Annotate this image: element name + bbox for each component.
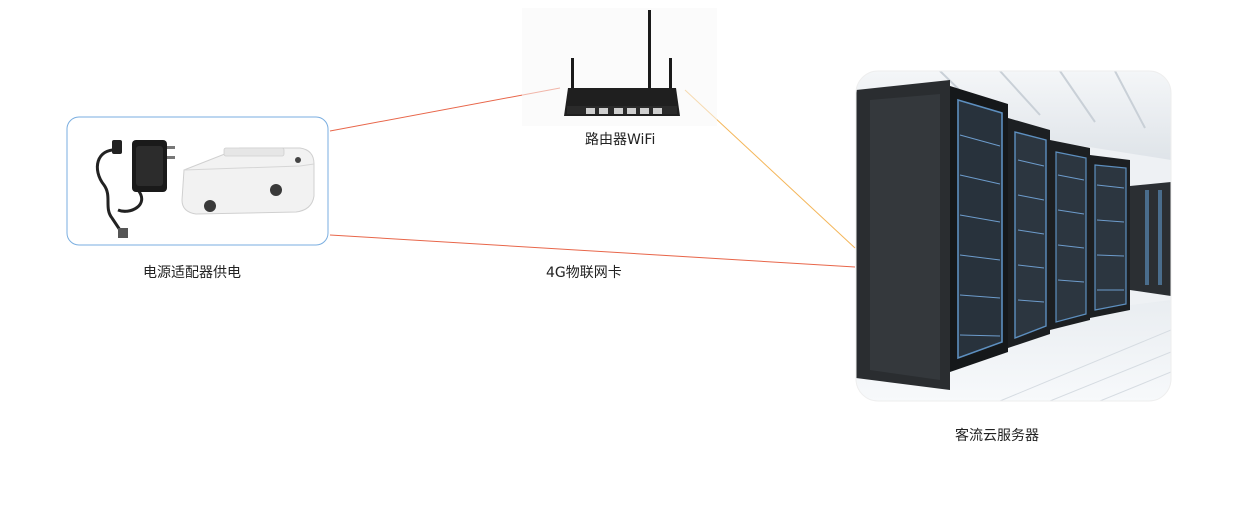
server-frame [855,70,1172,402]
rack-1-side [856,80,950,390]
router-node [522,8,717,126]
device-node [66,116,329,246]
rack-4 [1050,140,1090,330]
rack-2 [950,86,1008,372]
power-adapter-icon [95,140,175,238]
server-racks-icon [856,71,1171,401]
wifi-router-icon [564,10,680,116]
people-counter-camera-icon [181,147,315,215]
device-label: 电源适配器供电 [143,265,241,281]
server-node [856,71,1171,401]
link-device-server-4g [329,234,856,268]
rack-3 [1008,118,1050,348]
router-label: 路由器WiFi [585,132,656,148]
server-label: 客流云服务器 [955,428,1039,444]
4g-link-label: 4G物联网卡 [546,265,622,281]
rack-5 [1090,155,1130,318]
link-device-router [329,87,561,132]
